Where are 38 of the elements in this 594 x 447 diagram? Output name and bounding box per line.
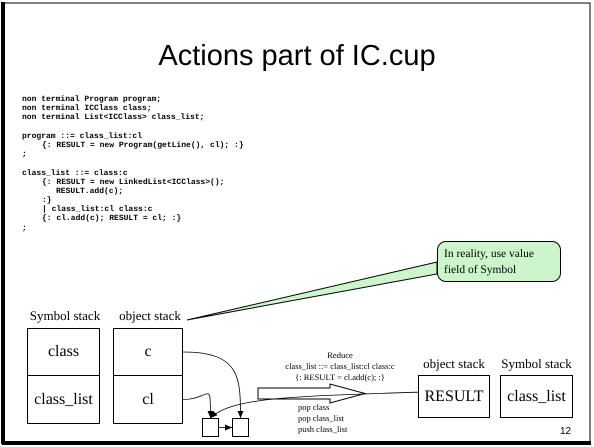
code-line: RESULT.add(c);: [56, 187, 124, 196]
stack-operation: pop class_list: [298, 413, 344, 423]
slide-title: Actions part of IC.cup: [157, 40, 437, 73]
stack-operation: pop class: [298, 402, 330, 412]
stack-cell: class_list: [27, 375, 100, 424]
reduce-note: {: RESULT = cl.add(c); :}: [294, 372, 386, 382]
callout-pointer: [186, 261, 438, 320]
page-number: 12: [560, 426, 572, 437]
arrow: [218, 424, 232, 430]
stack-cell: cl: [113, 375, 183, 424]
stack-cell: RESULT: [418, 375, 490, 418]
code-line: :}: [42, 196, 52, 205]
stack-cell: c: [113, 328, 183, 376]
arrow: [182, 352, 244, 418]
code-line: {: cl.add(c); RESULT = cl; :}: [42, 214, 182, 223]
stack-heading: Symbol stack: [500, 356, 573, 372]
code-line: class_list ::= class:c: [22, 169, 128, 178]
code-line: non terminal ICClass class;: [22, 104, 152, 113]
arrow: [210, 392, 418, 418]
code-line: non terminal Program program;: [22, 95, 162, 104]
stack-heading: object stack: [422, 356, 486, 372]
code-line: non terminal List<ICClass> class_list;: [22, 113, 204, 122]
stack-operation: push class_list: [298, 424, 348, 434]
code-line: | class_list:cl class:c: [42, 205, 152, 214]
stack-heading: object stack: [118, 308, 182, 324]
code-line: ;: [22, 224, 27, 233]
code-line: {: RESULT = new Program(getLine(), cl); :}: [42, 141, 244, 150]
stack-heading: Symbol stack: [28, 308, 102, 324]
arrow: [182, 393, 214, 418]
stack-cell: class_list: [500, 375, 573, 418]
code-line: ;: [22, 150, 27, 159]
list-node-box: [232, 418, 249, 437]
code-line: {: RESULT = new LinkedList<ICClass>();: [42, 178, 224, 187]
list-node-box: [202, 418, 219, 437]
callout-bubble: In reality, use value field of Symbol: [437, 241, 561, 282]
stack-cell: class: [27, 328, 100, 376]
code-line: program ::= class_list:cl: [22, 132, 142, 141]
reduce-note: Reduce: [326, 350, 354, 360]
